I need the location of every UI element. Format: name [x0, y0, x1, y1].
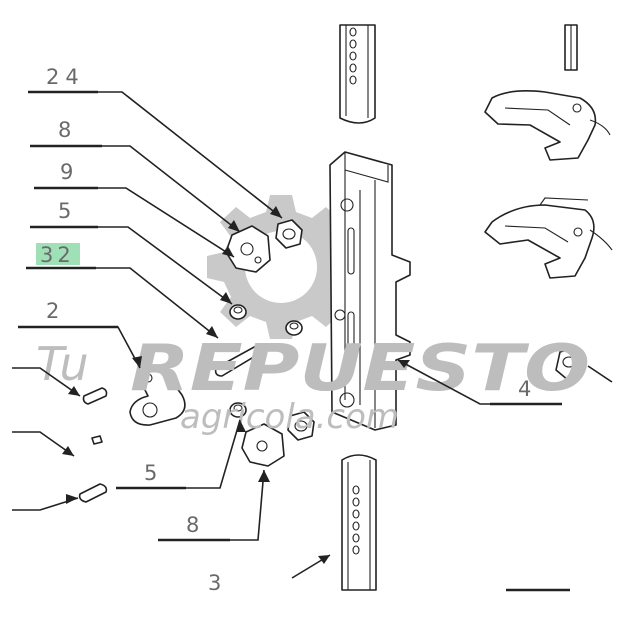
upper-hook-plate — [484, 90, 611, 161]
watermark-brand-script: Tu — [36, 337, 89, 391]
left-pin-lower — [78, 483, 108, 503]
right-hex-nut — [555, 347, 585, 381]
callout-8-lower-number: 8 — [186, 513, 199, 537]
center-bracket — [329, 151, 411, 431]
left-pin-upper — [82, 387, 108, 405]
callout-5-lower-number: 5 — [144, 461, 157, 485]
upper-nut-24 — [275, 219, 303, 249]
lower-bracket-block — [241, 423, 285, 467]
callout-4-number: 4 — [518, 377, 531, 401]
upper-bracket-block — [225, 225, 271, 273]
callout-24-number: 24 — [46, 65, 85, 89]
callout-8-upper: 8 — [30, 118, 102, 148]
watermark-brand: Tu REPUESTO agricola.com — [36, 332, 590, 437]
upper-right-rod — [564, 24, 578, 71]
callout-24: 24 — [28, 65, 98, 94]
watermark-brand-main: REPUESTO — [130, 332, 590, 406]
link-plate-2 — [129, 365, 186, 426]
upper-channel-bar — [339, 24, 376, 124]
callout-32: 32 — [26, 243, 96, 270]
callout-5-upper: 5 — [30, 199, 98, 229]
callout-9: 9 — [34, 160, 98, 190]
bushing-5-upper — [229, 304, 247, 320]
watermark-brand-sub: agricola.com — [180, 397, 399, 437]
callout-32-number: 32 — [40, 243, 75, 267]
bushing-9 — [285, 320, 303, 336]
arrowheads — [62, 206, 410, 564]
callout-8-lower: 8 — [158, 513, 230, 542]
callout-2-number: 2 — [46, 299, 59, 323]
callout-3-number: 3 — [208, 571, 221, 595]
small-screw — [91, 435, 103, 445]
leader-lines — [12, 91, 613, 579]
callout-4: 4 — [490, 377, 562, 406]
callout-9-number: 9 — [60, 160, 73, 184]
callout-2: 2 — [18, 299, 118, 329]
callout-32-highlight — [36, 243, 80, 265]
bushing-5-lower — [229, 402, 247, 418]
pin-32 — [214, 345, 263, 377]
callout-5-lower: 5 — [116, 461, 186, 490]
callout-3: 3 — [208, 571, 221, 595]
lower-hook-plate — [484, 197, 613, 279]
callout-5-upper-number: 5 — [58, 199, 71, 223]
lower-nut — [287, 411, 315, 441]
callout-8-upper-number: 8 — [58, 118, 71, 142]
lower-channel-bar — [341, 454, 377, 591]
